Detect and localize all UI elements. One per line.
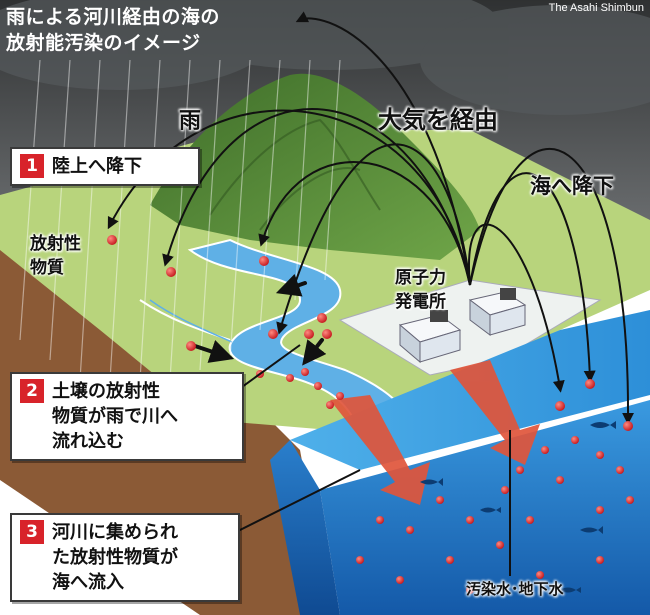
- callout-text: 土壌の放射性 物質が雨で川へ 流れ込む: [52, 379, 178, 454]
- label-rain: 雨: [179, 103, 201, 135]
- callout-text: 陸上へ降下: [52, 154, 142, 179]
- label-via-air: 大気を経由: [378, 100, 498, 135]
- step-badge: 1: [20, 154, 44, 178]
- callout-line: 流れ込む: [52, 429, 178, 454]
- callout-text: 河川に集められ た放射性物質が 海へ流入: [52, 520, 178, 595]
- callout-line: 物質が雨で川へ: [52, 404, 178, 429]
- callout-line: 土壌の放射性: [52, 379, 178, 404]
- callout-line: 河川に集められ: [52, 520, 178, 545]
- label-radioactive-substance: 放射性物質: [30, 232, 94, 280]
- callout-soil-to-river: 2 土壌の放射性 物質が雨で川へ 流れ込む: [10, 372, 244, 461]
- step-badge: 3: [20, 520, 44, 544]
- callout-river-to-sea: 3 河川に集められ た放射性物質が 海へ流入: [10, 513, 240, 602]
- step-badge: 2: [20, 379, 44, 403]
- credit-text: The Asahi Shimbun: [549, 2, 644, 14]
- callout-land-fallout: 1 陸上へ降下: [10, 147, 200, 186]
- diagram-title: 雨による河川経由の海の 放射能汚染のイメージ: [6, 4, 220, 56]
- callout-line: た放射性物質が: [52, 545, 178, 570]
- title-line: 放射能汚染のイメージ: [6, 30, 220, 56]
- label-contaminated-water: 汚染水･地下水: [466, 578, 564, 599]
- label-power-plant: 原子力発電所: [395, 266, 459, 314]
- callout-line: 海へ流入: [52, 570, 178, 595]
- label-fall-to-sea: 海へ降下: [530, 170, 614, 200]
- title-line: 雨による河川経由の海の: [6, 4, 220, 30]
- callout-line: 陸上へ降下: [52, 154, 142, 179]
